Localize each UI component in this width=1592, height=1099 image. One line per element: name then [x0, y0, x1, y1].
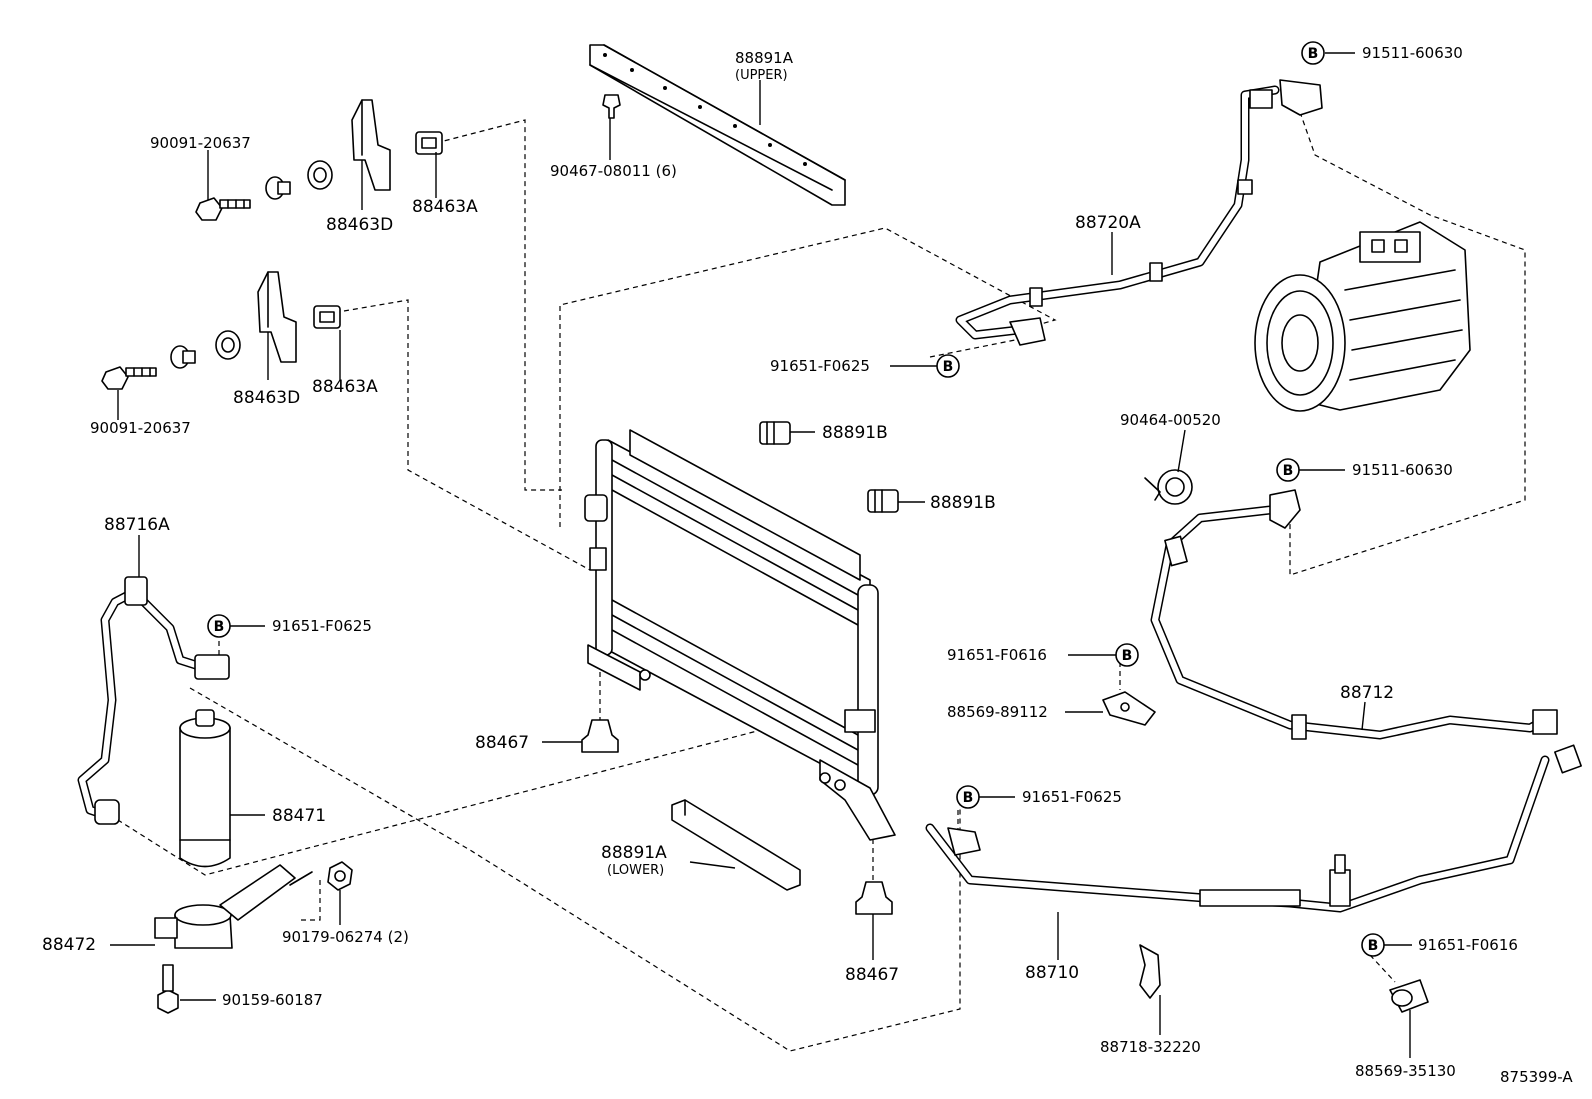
- label-91511-60630-top: 91511-60630: [1362, 44, 1463, 62]
- mid-bolt-part: [101, 366, 157, 390]
- condenser-part: [584, 429, 896, 841]
- cushion-left-part: [581, 719, 619, 753]
- top-bolt-part: [195, 197, 251, 221]
- label-91651-f0625-dryer: 91651-F0625: [272, 617, 372, 635]
- label-88712: 88712: [1340, 683, 1394, 703]
- label-90179-06274: 90179-06274 (2): [282, 928, 409, 946]
- svg-text:B: B: [1283, 463, 1294, 479]
- label-88569-89112: 88569-89112: [947, 703, 1048, 721]
- label-90091-20637-top: 90091-20637: [150, 134, 251, 152]
- label-88463a-mid: 88463A: [312, 377, 378, 397]
- mid-grommet-part: [215, 330, 241, 360]
- svg-text:B: B: [214, 619, 225, 635]
- label-88463d-mid: 88463D: [233, 388, 300, 408]
- seal-891b-1-part: [759, 421, 791, 445]
- clamp-130-part: [1389, 979, 1429, 1013]
- clamp-220-part: [1139, 944, 1161, 999]
- label-90159-60187: 90159-60187: [222, 991, 323, 1009]
- label-90091-20637-mid: 90091-20637: [90, 419, 191, 437]
- clamp-520-part: [1144, 469, 1193, 505]
- top-bracket-d-part: [351, 99, 391, 191]
- upper-clip-part: [602, 94, 621, 119]
- lower-bracket-part: [671, 799, 801, 891]
- label-88891b-1: 88891B: [822, 423, 888, 443]
- mid-washer-part: [170, 345, 196, 369]
- upper-bracket-part: [589, 44, 846, 206]
- label-91651-f0616: 91651-F0616: [947, 646, 1047, 664]
- label-91651-f0616-2: 91651-F0616: [1418, 936, 1518, 954]
- top-washer-part: [265, 176, 291, 200]
- label-88471: 88471: [272, 806, 326, 826]
- compressor-part: [1254, 221, 1471, 412]
- label-90467-08011: 90467-08011 (6): [550, 162, 677, 180]
- label-88891b-2: 88891B: [930, 493, 996, 513]
- b-callouts: B B B B B B B: [207, 41, 1385, 957]
- leader-lines: [110, 52, 1412, 1058]
- label-88891a-upper: 88891A: [735, 49, 794, 67]
- seal-891b-2-part: [867, 489, 899, 513]
- label-88467-left: 88467: [475, 733, 529, 753]
- label-88891a-lower: 88891A: [601, 843, 667, 863]
- svg-text:B: B: [1368, 938, 1379, 954]
- svg-text:B: B: [943, 359, 954, 375]
- label-88710: 88710: [1025, 963, 1079, 983]
- label-91651-f0625-710: 91651-F0625: [1022, 788, 1122, 806]
- label-91511-60630-right: 91511-60630: [1352, 461, 1453, 479]
- label-lower-note: (LOWER): [607, 863, 664, 878]
- svg-text:B: B: [1308, 46, 1319, 62]
- mid-clip-a-part: [313, 305, 341, 329]
- bolt-187-part: [157, 964, 179, 1014]
- svg-text:B: B: [1122, 648, 1133, 664]
- top-grommet-part: [307, 160, 333, 190]
- label-ref-code: 875399-A: [1500, 1068, 1573, 1086]
- pipe-710-part: [925, 744, 1582, 913]
- label-88718-32220: 88718-32220: [1100, 1038, 1201, 1056]
- part-number-labels: 88891A (UPPER) 90467-08011 (6) 90091-206…: [42, 44, 1573, 1086]
- label-88569-35130: 88569-35130: [1355, 1062, 1456, 1080]
- label-88467-right: 88467: [845, 965, 899, 985]
- clamp-112-part: [1102, 691, 1156, 726]
- pipe-716a-part: [77, 576, 230, 825]
- label-88720a: 88720A: [1075, 213, 1141, 233]
- top-clip-a-part: [415, 131, 443, 155]
- label-91651-f0625-left: 91651-F0625: [770, 357, 870, 375]
- svg-text:B: B: [963, 790, 974, 806]
- cushion-right-part: [855, 881, 893, 915]
- mid-bracket-d-part: [257, 271, 297, 363]
- nut-274-part: [327, 861, 353, 891]
- label-88463a-top: 88463A: [412, 197, 478, 217]
- hose-712-part: [1150, 489, 1558, 740]
- label-88463d-top: 88463D: [326, 215, 393, 235]
- label-90464-00520: 90464-00520: [1120, 411, 1221, 429]
- hose-720a-part: [955, 79, 1323, 346]
- label-88472: 88472: [42, 935, 96, 955]
- label-88716a: 88716A: [104, 515, 170, 535]
- label-upper-note: (UPPER): [735, 68, 788, 83]
- bracket-472-part: [154, 864, 313, 949]
- dryer-part: [179, 709, 231, 868]
